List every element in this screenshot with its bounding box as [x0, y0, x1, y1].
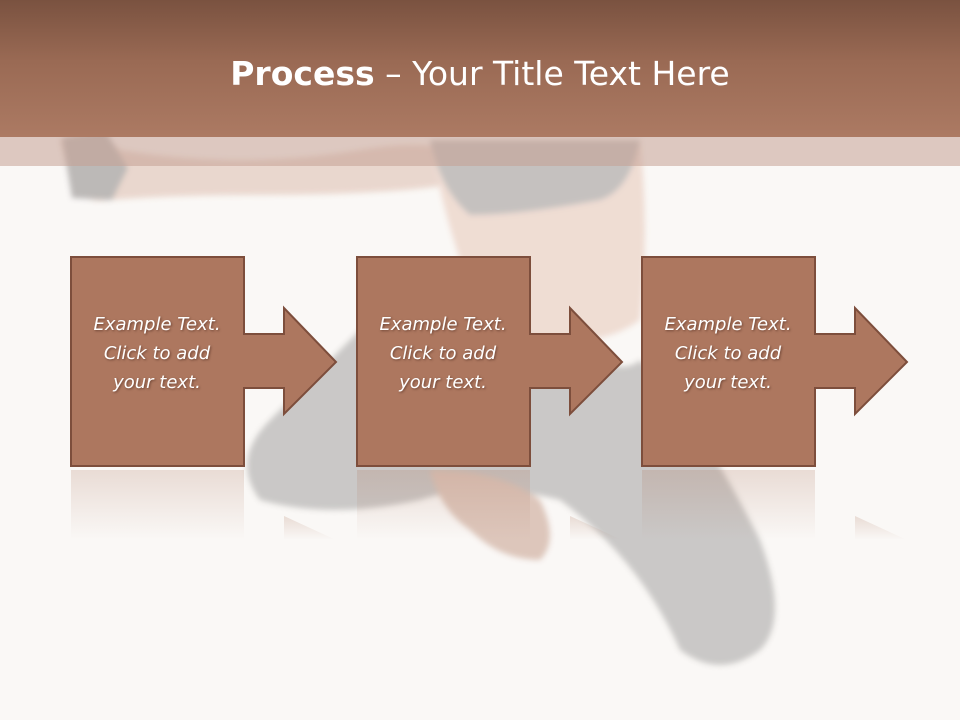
process-step-2[interactable]: Example Text. Click to add your text. — [356, 256, 626, 468]
step-text[interactable]: Example Text. Click to add your text. — [645, 310, 811, 397]
step-line-3: your text. — [684, 372, 772, 393]
header-bar — [0, 0, 960, 137]
title-rest: – Your Title Text Here — [374, 54, 730, 93]
step-line-2: Click to add — [674, 343, 782, 364]
header-band — [0, 137, 960, 166]
title-bold: Process — [230, 54, 375, 93]
step-line-3: your text. — [399, 372, 487, 393]
step-text[interactable]: Example Text. Click to add your text. — [360, 310, 526, 397]
step-line-1: Example Text. — [379, 314, 507, 335]
step-line-1: Example Text. — [93, 314, 221, 335]
step-line-1: Example Text. — [664, 314, 792, 335]
process-step-3[interactable]: Example Text. Click to add your text. — [641, 256, 911, 468]
step-line-2: Click to add — [389, 343, 497, 364]
step-3-reflection — [642, 470, 907, 540]
step-line-3: your text. — [113, 372, 201, 393]
step-1-reflection — [71, 470, 336, 540]
step-text[interactable]: Example Text. Click to add your text. — [74, 310, 240, 397]
slide-title[interactable]: Process – Your Title Text Here — [0, 52, 960, 96]
process-step-1[interactable]: Example Text. Click to add your text. — [70, 256, 340, 468]
step-2-reflection — [357, 470, 622, 540]
step-line-2: Click to add — [103, 343, 211, 364]
